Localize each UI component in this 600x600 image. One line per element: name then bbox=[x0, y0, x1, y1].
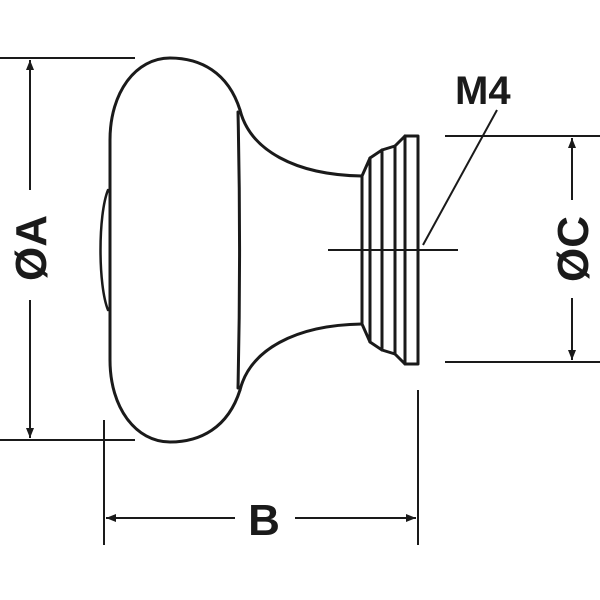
dimension-diameter-c bbox=[445, 135, 600, 363]
dim-a-label: ØA bbox=[7, 215, 56, 281]
dim-c-label: ØC bbox=[549, 216, 598, 282]
knob-head bbox=[108, 56, 242, 444]
knob-neck-bottom bbox=[238, 322, 364, 392]
knob-head-back bbox=[236, 110, 241, 390]
thread-label: M4 bbox=[455, 69, 511, 113]
dim-b-label: B bbox=[248, 496, 280, 545]
knob-face-line bbox=[99, 188, 110, 312]
knob-neck-top bbox=[238, 108, 364, 178]
dimension-diameter-a bbox=[0, 57, 135, 441]
dimension-depth-b bbox=[103, 390, 419, 545]
thread-leader-line bbox=[422, 109, 498, 246]
